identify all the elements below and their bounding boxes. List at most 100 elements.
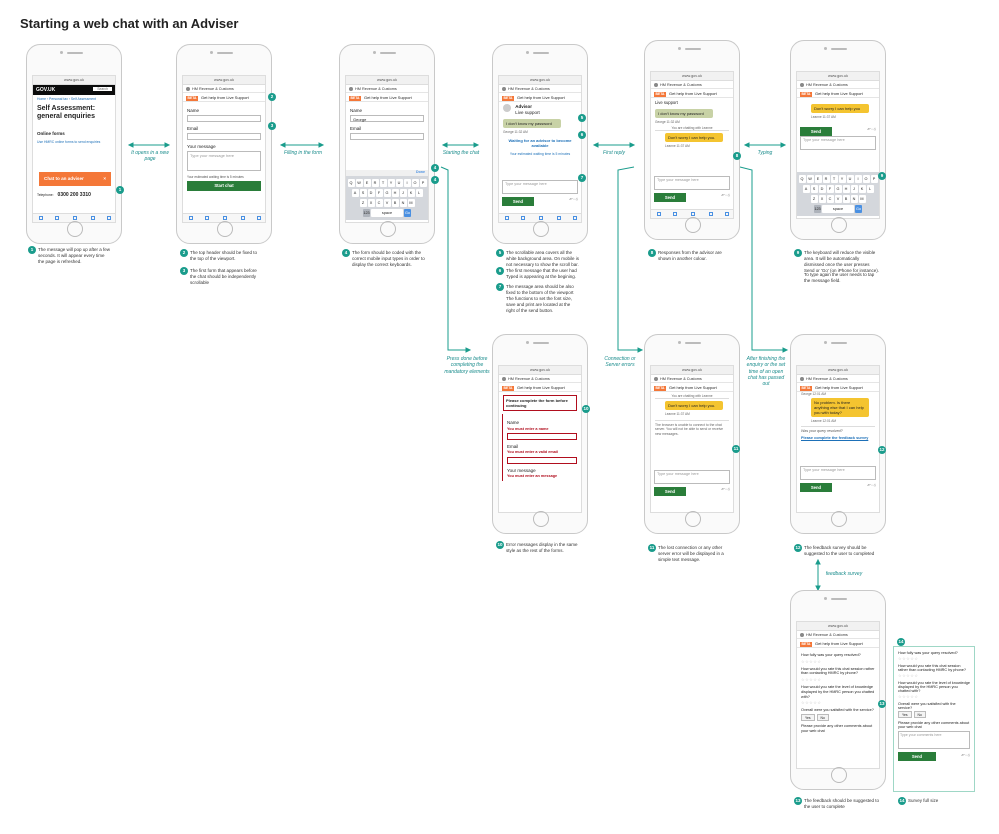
key-s[interactable]: S xyxy=(810,185,818,193)
key-l[interactable]: L xyxy=(415,189,423,197)
email-field[interactable] xyxy=(507,456,577,464)
yes-button[interactable]: Yes xyxy=(801,714,815,722)
chat-options[interactable]: Aᵃ ↓ ⎙ xyxy=(721,193,730,197)
survey-full-rating-q2[interactable]: ☆☆☆☆☆ xyxy=(898,673,919,678)
rating-q2[interactable]: ☆☆☆☆☆ xyxy=(801,677,822,683)
key-h[interactable]: H xyxy=(391,189,399,197)
key-p[interactable]: P xyxy=(870,175,878,183)
key-w[interactable]: W xyxy=(355,179,363,187)
key-t[interactable]: T xyxy=(830,175,838,183)
key-c[interactable]: C xyxy=(375,199,383,207)
key-go[interactable]: Go xyxy=(404,209,411,217)
url-bar[interactable]: www.gov.uk xyxy=(183,76,265,85)
key-space[interactable]: space xyxy=(822,205,854,213)
key-d[interactable]: D xyxy=(818,185,826,193)
key-y[interactable]: Y xyxy=(387,179,395,187)
message-field[interactable]: Type your message here xyxy=(187,151,261,172)
url-bar[interactable]: www.gov.uk xyxy=(797,72,879,81)
done-button[interactable]: Done xyxy=(346,170,428,176)
message-input[interactable]: Type your message here xyxy=(800,466,876,480)
chat-options[interactable]: Aᵃ ↓ ⎙ xyxy=(721,487,730,491)
key-r[interactable]: R xyxy=(371,179,379,187)
message-input[interactable]: Type your message here xyxy=(502,180,578,194)
key-b[interactable]: B xyxy=(391,199,399,207)
url-bar[interactable]: www.gov.uk xyxy=(499,366,581,375)
key-v[interactable]: V xyxy=(834,195,842,203)
key-t[interactable]: T xyxy=(379,179,387,187)
key-y[interactable]: Y xyxy=(838,175,846,183)
key-a[interactable]: A xyxy=(802,185,810,193)
survey-link[interactable]: Please complete the feedback survey xyxy=(801,436,869,441)
name-field[interactable] xyxy=(507,432,577,440)
key-o[interactable]: O xyxy=(862,175,870,183)
chat-options[interactable]: Aᵃ ↓ ⎙ xyxy=(867,127,876,131)
key-l[interactable]: L xyxy=(866,185,874,193)
chat-popup[interactable]: Chat to an adviser × xyxy=(39,172,111,186)
message-input[interactable]: Type your message here xyxy=(654,176,730,190)
key-e[interactable]: E xyxy=(814,175,822,183)
name-field[interactable] xyxy=(187,115,261,123)
key-u[interactable]: U xyxy=(846,175,854,183)
survey-full-yes[interactable]: Yes xyxy=(898,711,912,718)
key-g[interactable]: G xyxy=(834,185,842,193)
key-n[interactable]: N xyxy=(399,199,407,207)
key-e[interactable]: E xyxy=(363,179,371,187)
send-button[interactable]: Send xyxy=(654,193,686,203)
chat-options[interactable]: Aᵃ ↓ ⎙ xyxy=(569,197,578,201)
key-r[interactable]: R xyxy=(822,175,830,183)
chat-popup-button[interactable]: Chat to an adviser xyxy=(44,176,84,181)
key-p[interactable]: P xyxy=(419,179,427,187)
key-o[interactable]: O xyxy=(411,179,419,187)
chat-options[interactable]: Aᵃ ↓ ⎙ xyxy=(867,483,876,487)
send-button[interactable]: Send xyxy=(502,197,534,207)
key-k[interactable]: K xyxy=(407,189,415,197)
key-q[interactable]: Q xyxy=(798,175,806,183)
key-x[interactable]: X xyxy=(367,199,375,207)
key-s[interactable]: S xyxy=(359,189,367,197)
url-bar[interactable]: www.gov.uk xyxy=(797,622,879,631)
key-c[interactable]: C xyxy=(826,195,834,203)
comments-field[interactable]: Type your comments here xyxy=(898,731,970,749)
key-f[interactable]: F xyxy=(826,185,834,193)
key-space[interactable]: space xyxy=(371,209,403,217)
name-field[interactable]: George xyxy=(350,115,424,123)
online-forms-link[interactable]: Use HMRC online forms to send enquiries xyxy=(37,140,101,145)
key-z[interactable]: Z xyxy=(359,199,367,207)
key-f[interactable]: F xyxy=(375,189,383,197)
search-box[interactable]: Search xyxy=(93,87,112,92)
key-123[interactable]: 123 xyxy=(814,205,821,213)
key-w[interactable]: W xyxy=(806,175,814,183)
key-b[interactable]: B xyxy=(842,195,850,203)
key-q[interactable]: Q xyxy=(347,179,355,187)
key-go[interactable]: Go xyxy=(855,205,862,213)
key-u[interactable]: U xyxy=(395,179,403,187)
url-bar[interactable]: www.gov.uk xyxy=(651,72,733,81)
govuk-logo[interactable]: GOV.UK xyxy=(36,87,56,93)
survey-full-rating-q1[interactable]: ☆☆☆☆☆ xyxy=(898,656,919,661)
send-button[interactable]: Send xyxy=(800,127,832,137)
key-v[interactable]: V xyxy=(383,199,391,207)
send-button[interactable]: Send xyxy=(800,483,832,493)
message-input[interactable]: Type your message here xyxy=(800,136,876,150)
key-h[interactable]: H xyxy=(842,185,850,193)
key-k[interactable]: K xyxy=(858,185,866,193)
rating-q1[interactable]: ☆☆☆☆☆ xyxy=(801,658,822,664)
key-123[interactable]: 123 xyxy=(363,209,370,217)
url-bar[interactable]: www.gov.uk xyxy=(33,76,115,85)
key-x[interactable]: X xyxy=(818,195,826,203)
survey-full-no[interactable]: No xyxy=(913,711,926,718)
key-n[interactable]: N xyxy=(850,195,858,203)
close-icon[interactable]: × xyxy=(103,176,106,181)
key-m[interactable]: M xyxy=(407,199,415,207)
no-button[interactable]: No xyxy=(816,714,829,722)
key-j[interactable]: J xyxy=(399,189,407,197)
key-m[interactable]: M xyxy=(858,195,866,203)
url-bar[interactable]: www.gov.uk xyxy=(499,76,581,85)
email-field[interactable] xyxy=(187,133,261,141)
message-input[interactable]: Type your message here xyxy=(654,470,730,484)
email-field[interactable] xyxy=(350,133,424,141)
url-bar[interactable]: www.gov.uk xyxy=(651,366,733,375)
key-z[interactable]: Z xyxy=(810,195,818,203)
